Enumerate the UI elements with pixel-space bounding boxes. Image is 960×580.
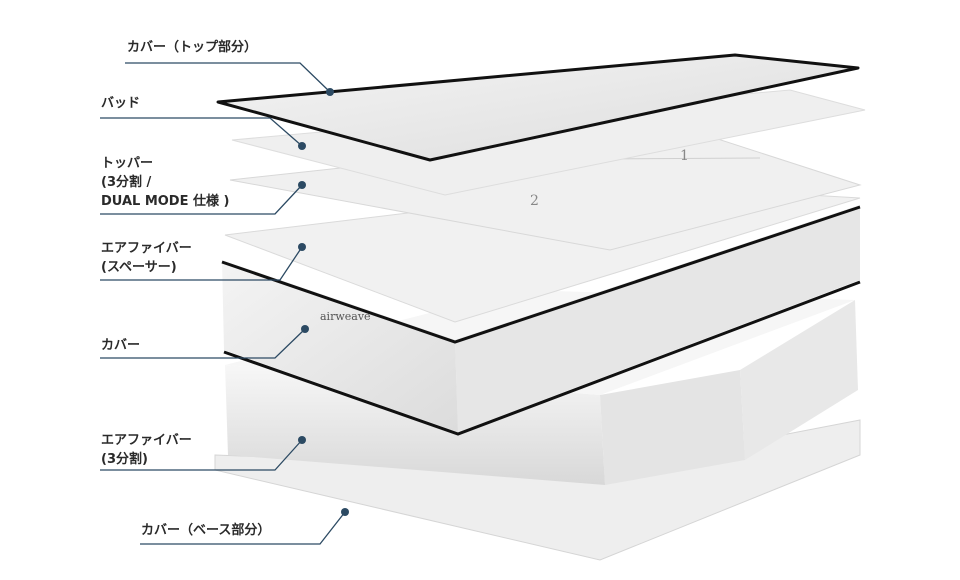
mattress-side-right bbox=[455, 205, 860, 432]
leader-dots bbox=[298, 88, 349, 516]
topper-number: 1 bbox=[680, 148, 689, 164]
mattress-side-front bbox=[222, 260, 458, 432]
label-line: トッパー bbox=[101, 156, 154, 171]
label-line: (3分割 / bbox=[101, 175, 152, 190]
mattress-piping-lower bbox=[223, 280, 861, 436]
label-airfiber-base: エアファイバー (3分割) bbox=[101, 431, 192, 469]
label-line: (スペーサー) bbox=[101, 260, 177, 275]
label-base-cover: カバー（ベース部分） bbox=[141, 523, 271, 538]
label-cover: カバー bbox=[101, 338, 141, 353]
top-cover-layer bbox=[216, 53, 860, 162]
topper-number: 2 bbox=[530, 193, 539, 209]
label-line: エアファイバー bbox=[101, 433, 192, 448]
label-pad: バッド bbox=[101, 96, 141, 111]
label-line: (3分割) bbox=[101, 452, 148, 467]
airfiber-base-block-3 bbox=[740, 300, 858, 460]
label-spacer: エアファイバー (スペーサー) bbox=[101, 239, 192, 277]
label-topper: トッパー (3分割 / DUAL MODE 仕様 ) bbox=[101, 154, 229, 211]
mattress-piping bbox=[221, 205, 861, 344]
label-line: エアファイバー bbox=[101, 241, 192, 256]
label-line: DUAL MODE 仕様 ) bbox=[101, 194, 230, 209]
brand-mark: airweave bbox=[320, 310, 371, 323]
leader-lines bbox=[100, 62, 346, 545]
label-top-cover: カバー（トップ部分） bbox=[127, 40, 258, 55]
airfiber-base-block-2 bbox=[600, 370, 745, 485]
